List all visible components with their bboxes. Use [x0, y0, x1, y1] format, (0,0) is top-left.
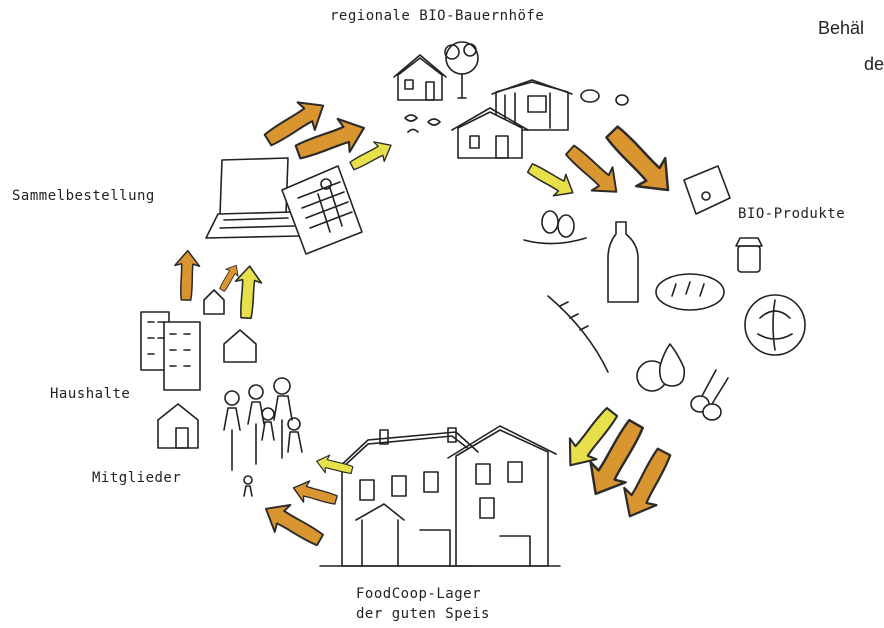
- bio-products-illustration: [523, 165, 806, 421]
- members-illustration: [223, 377, 303, 497]
- arrow-farm-to-products-1: [523, 156, 580, 205]
- store-label-line2: der guten Speis: [356, 606, 490, 622]
- cut-off-text-2: de: [864, 54, 884, 74]
- foodcoop-store-illustration: [319, 425, 561, 567]
- households-illustration: [140, 289, 257, 449]
- arrow-household-to-order-1: [172, 249, 201, 302]
- store-label-line1: FoodCoop-Lager: [356, 586, 482, 602]
- farms-label: regionale BIO-Bauernhöfe: [330, 8, 545, 24]
- arrow-store-to-members-2: [289, 476, 340, 512]
- members-label: Mitglieder: [92, 470, 182, 486]
- order-label: Sammelbestellung: [12, 188, 155, 204]
- products-label: BIO-Produkte: [738, 206, 846, 222]
- cut-off-text-1: Behäl: [818, 18, 865, 38]
- laptop-order-illustration: [205, 157, 363, 255]
- households-label: Haushalte: [50, 386, 131, 402]
- arrow-store-to-members-3: [257, 494, 329, 555]
- farm-houses-illustration: [393, 41, 629, 159]
